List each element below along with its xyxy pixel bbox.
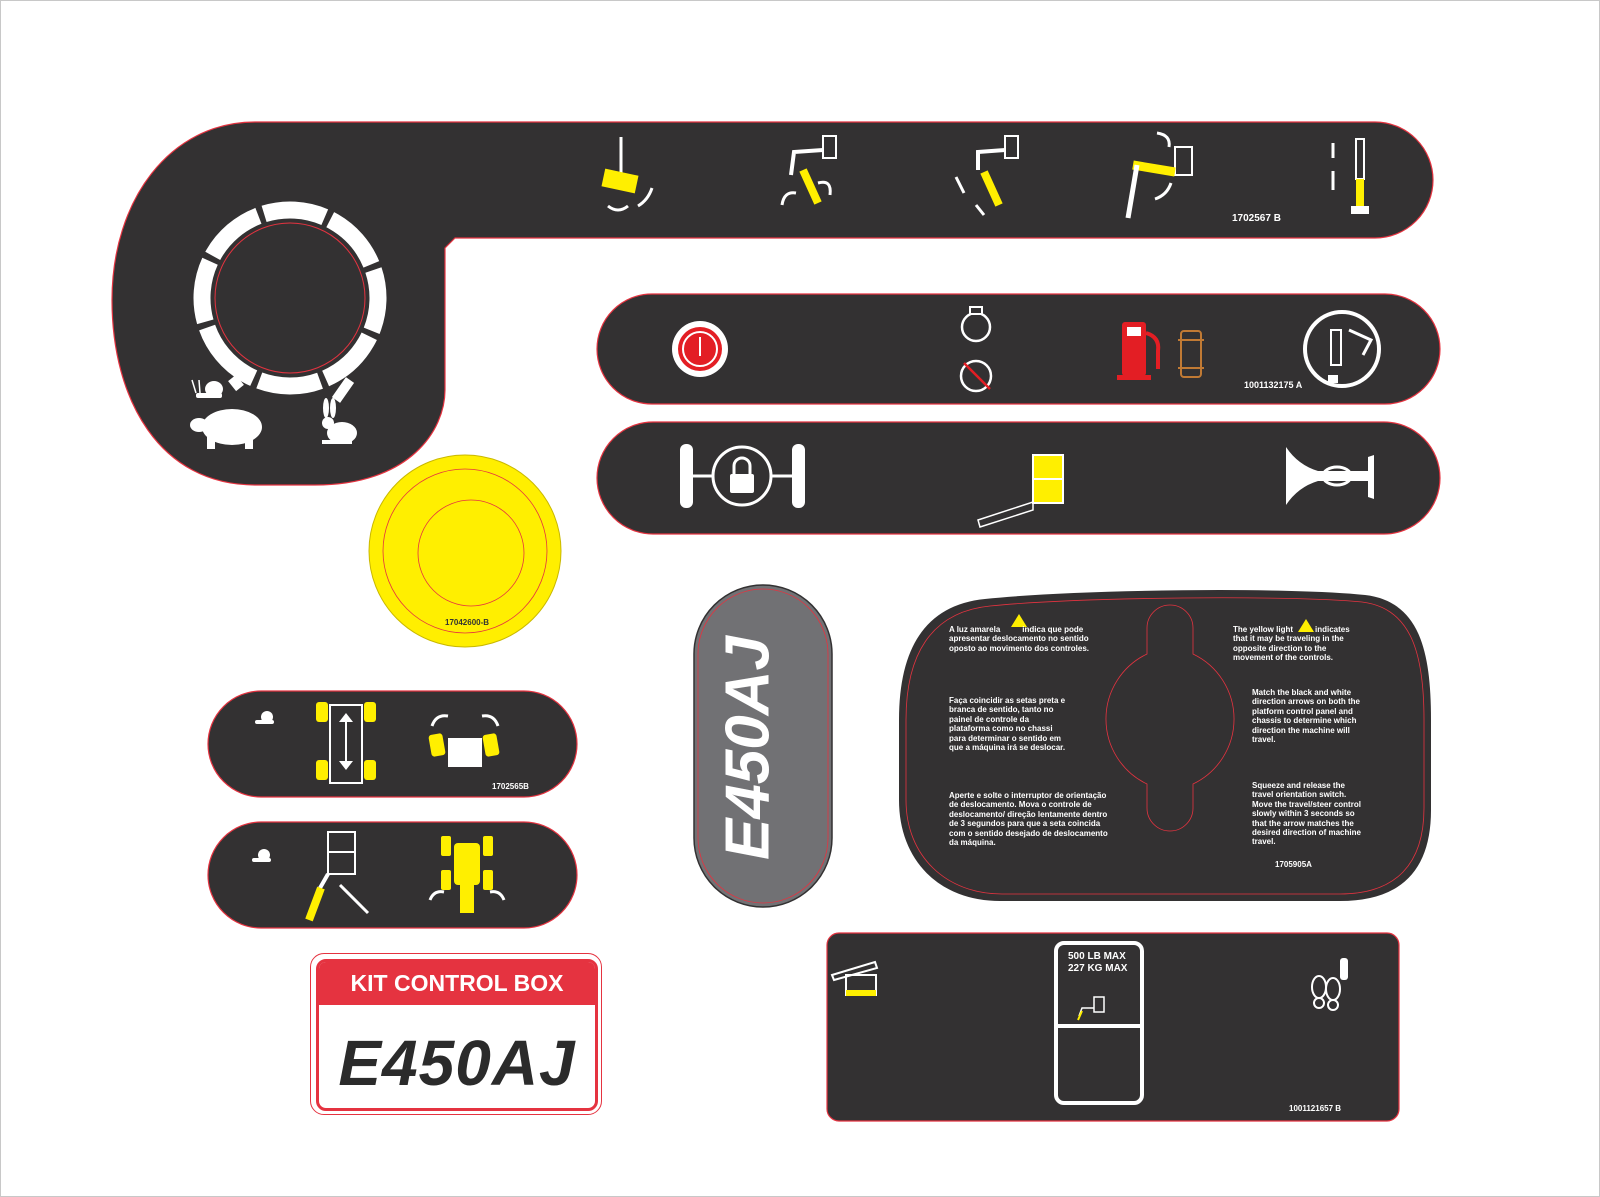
steer-mode-icon[interactable] [316, 702, 376, 784]
part-number: 1702567 B [1232, 213, 1281, 224]
boom-lift-icon[interactable] [954, 135, 1019, 216]
function-panel [596, 421, 1441, 535]
platform-tilt-icon [830, 960, 879, 996]
snail-icon [191, 379, 223, 398]
speed-dial-icon[interactable] [170, 178, 410, 418]
part-number: 1702565B [492, 782, 529, 791]
snail-icon [252, 849, 271, 862]
platform-outline-icon [1054, 941, 1144, 1105]
model-oval [693, 584, 833, 908]
kit-label: KIT CONTROL BOX E450AJ [310, 953, 602, 1115]
snail-icon [255, 711, 274, 724]
round-decal[interactable] [368, 454, 562, 648]
part-number: 17042600-B [445, 618, 490, 627]
turtle-icon [190, 409, 262, 449]
power-button-icon[interactable] [672, 321, 728, 377]
drive-panel [207, 821, 578, 929]
steer-panel [207, 690, 578, 798]
kit-model: E450AJ [338, 1027, 576, 1099]
capacity-label: 500 LB MAX 227 KG MAX [1068, 951, 1127, 975]
kit-label-outer-border [310, 953, 602, 1115]
axle-lock-icon[interactable] [680, 444, 805, 508]
telescope-icon[interactable] [1331, 138, 1369, 214]
warning-text-pt: Aperte e solte o interruptor de orientaç… [949, 791, 1108, 848]
kit-title: KIT CONTROL BOX [350, 970, 564, 996]
platform-level-icon[interactable] [977, 454, 1064, 528]
jib-rotate-icon[interactable] [601, 137, 654, 212]
capacity-kg: 227 KG MAX [1068, 963, 1128, 974]
drive-enable-icon[interactable] [1303, 310, 1381, 388]
engine-stop-icon[interactable] [959, 359, 993, 393]
kit-label-inner: KIT CONTROL BOX E450AJ [316, 959, 598, 1111]
machine-rotate-icon[interactable] [428, 836, 506, 913]
warning-panel [899, 590, 1431, 901]
warning-triangle-icon [1011, 614, 1027, 627]
chassis-outline-icon [1178, 330, 1204, 378]
boom-rotate-icon[interactable] [780, 135, 837, 206]
kit-label-header: KIT CONTROL BOX [319, 962, 595, 1005]
boom-drive-icon[interactable] [305, 831, 370, 922]
engine-panel [596, 293, 1441, 405]
part-number: 1001121657 B [1289, 1104, 1342, 1113]
warning-triangle-icon [1298, 619, 1314, 632]
fuel-pump-icon [1117, 322, 1161, 380]
tower-rotate-icon[interactable] [1125, 131, 1193, 219]
rabbit-icon [322, 398, 357, 444]
capacity-lb: 500 LB MAX [1068, 951, 1126, 962]
warning-text-pt: Faça coincidir as setas preta e branca d… [949, 696, 1066, 753]
warning-text-en: Match the black and white direction arro… [1252, 688, 1361, 745]
model-name: E450AJ [713, 635, 783, 861]
engine-start-icon[interactable] [960, 306, 992, 343]
boom-panel [111, 121, 1434, 486]
foot-switch-icon[interactable] [1311, 958, 1348, 1011]
part-number: 1705905A [1275, 860, 1312, 869]
part-number: 1001132175 A [1244, 380, 1303, 390]
warning-text-en: Squeeze and release the travel orientati… [1252, 781, 1361, 847]
crab-steer-icon[interactable] [428, 714, 500, 767]
horn-icon[interactable] [1286, 447, 1374, 505]
